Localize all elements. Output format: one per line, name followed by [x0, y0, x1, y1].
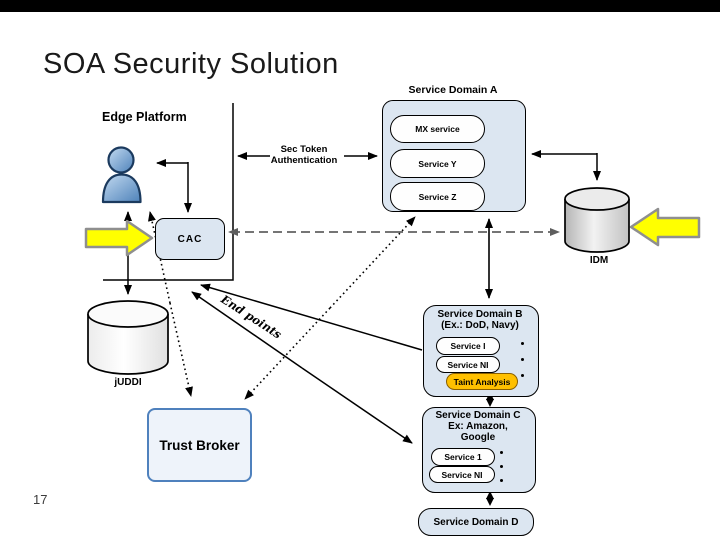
service-domain-d-box: Service Domain D: [418, 508, 534, 536]
ellipsis-dot: [500, 479, 503, 482]
connector-endpoints-lower-up: [191, 291, 303, 369]
service-domain-a-title: Service Domain A: [408, 84, 498, 96]
taint-analysis-badge: Taint Analysis: [446, 373, 518, 390]
user-person-icon: [101, 146, 142, 204]
yellow-arrow-right-icon: [84, 219, 154, 257]
idm-label: IDM: [589, 255, 609, 266]
edge-platform-title: Edge Platform: [102, 110, 187, 124]
service-i: Service I: [436, 337, 500, 355]
ellipsis-dot: [500, 465, 503, 468]
sec-token-line2: Authentication: [270, 154, 338, 166]
connector-domain-a-trust-dotted: [244, 307, 331, 400]
connector-endpoints-lower-down: [301, 367, 413, 444]
service-ni-b: Service NI: [436, 356, 500, 373]
domain-b-subtitle: (Ex.: DoD, Navy): [441, 320, 519, 331]
service-domain-c-title: Service Domain C Ex: Amazon, Google: [422, 410, 534, 443]
idm-cylinder-icon: [564, 187, 630, 253]
service-1: Service 1: [431, 448, 495, 466]
connector-endpoints-upper: [200, 283, 423, 351]
top-bar: [0, 0, 720, 12]
page-number: 17: [33, 492, 48, 507]
juddi-cylinder-icon: [87, 300, 169, 375]
ellipsis-dot: [521, 374, 524, 377]
service-ni-c: Service NI: [429, 466, 495, 483]
ellipsis-dot: [521, 342, 524, 345]
domain-c-subtitle2: Google: [460, 432, 496, 443]
sec-token-line1: Sec Token: [280, 144, 328, 155]
domain-c-subtitle1: Ex: Amazon,: [448, 421, 508, 432]
connector-trust-user-dotted: [148, 211, 171, 304]
service-domain-b-title: Service Domain B (Ex.: DoD, Navy): [423, 309, 537, 331]
arrow-c-d-up: [486, 491, 494, 499]
service-z: Service Z: [390, 182, 485, 211]
cac-box: CAC: [155, 218, 225, 260]
service-y: Service Y: [390, 149, 485, 178]
sec-token-auth-label: Sec Token Authentication: [258, 144, 350, 166]
arrow-b-c-down: [486, 399, 494, 407]
service-mx: MX service: [390, 115, 485, 143]
arrow-c-d-down: [486, 498, 494, 506]
connector-trust-domain-a-dotted: [329, 216, 416, 309]
juddi-label: jUDDI: [114, 377, 142, 388]
edge-platform-boundary: [103, 103, 234, 281]
connector-user-trust-dotted: [169, 302, 193, 397]
domain-c-title-line: Service Domain C: [435, 410, 521, 421]
ellipsis-dot: [521, 358, 524, 361]
slide-title: SOA Security Solution: [43, 48, 339, 80]
domain-b-title-line: Service Domain B: [437, 309, 523, 320]
ellipsis-dot: [500, 451, 503, 454]
trust-broker-box: Trust Broker: [147, 408, 252, 482]
yellow-arrow-left-icon: [629, 207, 701, 247]
